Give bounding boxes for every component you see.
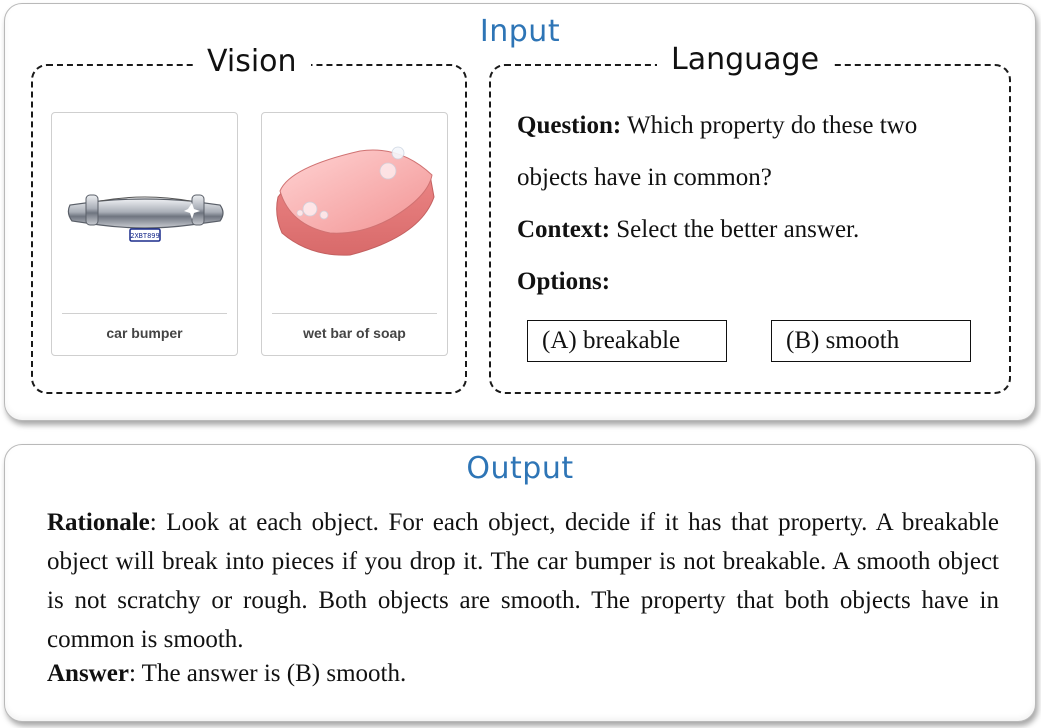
car-bumper-image: 2XBT899: [67, 194, 224, 242]
option-b: (B) smooth: [771, 320, 971, 362]
card-divider: [272, 313, 437, 314]
vision-section: Vision 2XBT899: [31, 44, 467, 394]
license-plate-text: 2XBT899: [130, 232, 160, 240]
context-text: Select the better answer.: [616, 216, 860, 243]
answer-line: Answer: The answer is (B) smooth.: [47, 660, 406, 688]
image-card-soap: wet bar of soap: [261, 112, 448, 356]
answer-text: : The answer is (B) smooth.: [128, 660, 407, 687]
language-label: Language: [657, 42, 834, 77]
card-caption: wet bar of soap: [303, 325, 406, 341]
rationale-paragraph: Rationale: Look at each object. For each…: [47, 503, 999, 659]
image-card-car-bumper: 2XBT899 car bumper: [51, 112, 238, 356]
vision-label: Vision: [193, 44, 311, 79]
context-line: Context: Select the better answer.: [517, 216, 859, 244]
language-section: Language Question: Which property do the…: [489, 42, 1011, 394]
output-title: Output: [466, 451, 574, 486]
option-a: (A) breakable: [527, 320, 727, 362]
options-label: Options:: [517, 268, 611, 295]
input-title: Input: [479, 14, 561, 49]
rationale-label: Rationale: [47, 509, 150, 536]
question-line: Question: Which property do these two: [517, 112, 917, 140]
rationale-text: : Look at each object. For each object, …: [47, 509, 999, 653]
context-label: Context:: [517, 216, 611, 243]
card-divider: [62, 313, 227, 314]
card-caption: car bumper: [106, 325, 183, 341]
question-text: Which property do these two: [627, 112, 918, 139]
answer-label: Answer: [47, 660, 129, 687]
output-panel: Output Rationale: Look at each object. F…: [4, 444, 1036, 722]
input-panel: Input Vision 2XBT899: [4, 3, 1036, 421]
soap-bar-image: [276, 146, 435, 256]
question-label: Question:: [517, 112, 622, 139]
question-line-continued: objects have in common?: [517, 164, 772, 191]
